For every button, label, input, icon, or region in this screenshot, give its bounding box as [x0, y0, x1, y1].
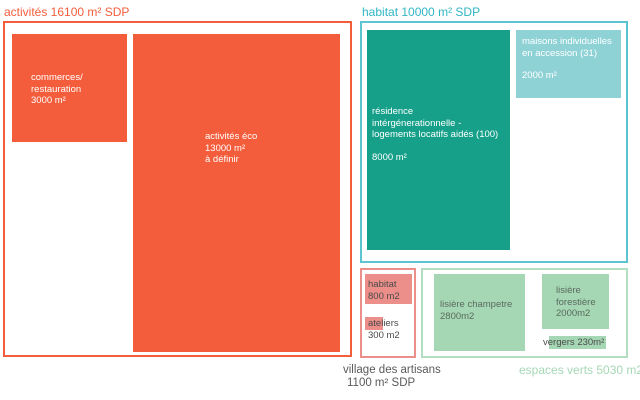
- village-title-2: 1100 m² SDP: [347, 377, 416, 389]
- champetre-area: 2800m2: [440, 310, 475, 322]
- village-title: village des artisans 1100 m² SDP: [343, 364, 441, 390]
- activites-frame: [3, 21, 352, 357]
- ateliers-area: 300 m2: [368, 329, 400, 341]
- village-habitat-area: 800 m2: [368, 290, 400, 302]
- village-habitat-block: [365, 274, 412, 304]
- forestiere-label-1: lisière: [556, 285, 581, 296]
- ateliers-block: [365, 317, 383, 330]
- residence-block: résidence intérgénerationnelle - logemen…: [367, 30, 510, 250]
- commerces-label-1: commerces/: [31, 72, 83, 83]
- vergers-block: [549, 336, 606, 349]
- commerces-area: 3000 m²: [31, 95, 66, 106]
- activites-title: activités 16100 m² SDP: [4, 5, 130, 19]
- village-frame: [360, 268, 416, 358]
- residence-label-1: résidence: [372, 106, 414, 117]
- champetre-label: lisière champetre: [440, 299, 513, 310]
- espaces-frame: [421, 268, 628, 358]
- commerces-block: commerces/ restauration 3000 m²: [12, 34, 127, 142]
- activites-eco-label: activités éco: [205, 131, 258, 142]
- forestiere-block: lisière forestière 2000m2: [542, 274, 609, 329]
- residence-label-2: intérgénerationnelle -: [372, 117, 462, 129]
- habitat-title: habitat 10000 m² SDP: [362, 5, 481, 19]
- espaces-title: espaces verts 5030 m2: [519, 363, 640, 377]
- village-title-1: village des artisans: [343, 364, 441, 376]
- activites-eco-area: 13000 m²: [205, 142, 246, 154]
- maisons-label-1: maisons individuelles: [522, 36, 612, 47]
- residence-label-3: logements locatifs aidés (100): [372, 129, 499, 140]
- forestiere-area: 2000m2: [556, 308, 591, 319]
- commerces-label-2: restauration: [31, 83, 82, 95]
- activites-eco-block: activités éco 13000 m² à définir: [133, 34, 340, 352]
- village-habitat-label: habitat: [368, 279, 397, 290]
- maisons-area: 2000 m²: [522, 70, 557, 81]
- champetre-block: lisière champetre 2800m2: [434, 274, 525, 351]
- maisons-label-2: en accession (31): [522, 47, 597, 59]
- vergers-label: vergers 230m²: [543, 337, 605, 348]
- forestiere-label-2: forestière: [556, 296, 596, 308]
- residence-area: 8000 m²: [372, 151, 407, 163]
- activites-eco-note: à définir: [205, 154, 239, 165]
- habitat-frame: [360, 21, 628, 263]
- maisons-block: maisons individuelles en accession (31) …: [516, 30, 621, 98]
- ateliers-label: ateliers: [368, 318, 399, 329]
